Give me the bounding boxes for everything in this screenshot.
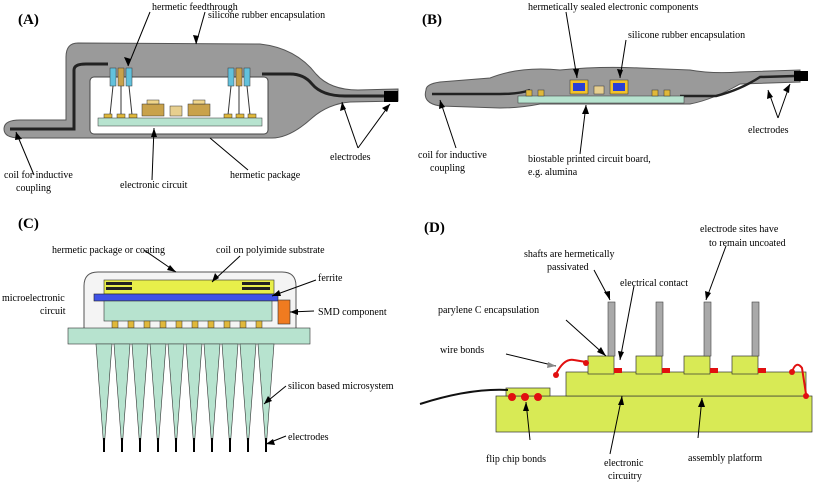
label-electrodes-a: electrodes xyxy=(330,152,371,163)
sealed-components-b xyxy=(569,79,629,95)
panel-a-label: (A) xyxy=(18,12,39,28)
label-coil-a-2: coupling xyxy=(16,183,51,194)
feedthrough-right-a xyxy=(227,67,251,87)
silicon-shafts-c xyxy=(95,343,275,451)
panel-b-label: (B) xyxy=(422,12,442,28)
label-electronic-circuit: electronic circuit xyxy=(120,180,188,191)
label-circuitry-2: circuitry xyxy=(608,471,642,482)
coil-windings-c xyxy=(106,282,270,290)
panel-d-label: (D) xyxy=(424,220,445,236)
assembly-platform-d xyxy=(495,395,813,433)
arrowheads-d xyxy=(523,291,711,411)
label-shafts-2: passivated xyxy=(547,262,589,273)
label-assembly: assembly platform xyxy=(688,453,762,464)
label-hermetic-package-c: hermetic package or coating xyxy=(52,245,165,256)
label-silicone-rubber-a: silicone rubber encapsulation xyxy=(208,10,325,21)
label-coil-a-1: coil for inductive xyxy=(4,170,73,181)
label-silicon: silicon based microsystem xyxy=(288,381,394,392)
shafts-d xyxy=(607,301,760,357)
ferrite-c xyxy=(93,293,279,302)
label-wire-bonds: wire bonds xyxy=(440,345,484,356)
label-smd: SMD component xyxy=(318,307,387,318)
cable-d xyxy=(419,388,509,405)
panel-c-label: (C) xyxy=(18,216,39,232)
label-parylene: parylene C encapsulation xyxy=(438,305,539,316)
electrical-contacts-d xyxy=(614,368,766,373)
label-sites-2: to remain uncoated xyxy=(709,238,786,249)
label-sites-1: electrode sites have xyxy=(700,224,779,235)
panel-a: (A) xyxy=(3,2,399,194)
label-silicone-rubber-b: silicone rubber encapsulation xyxy=(628,30,745,41)
electrode-tip-b xyxy=(794,71,808,81)
flip-chip-bumps-d xyxy=(508,393,542,401)
microelectronic-circuit-c xyxy=(103,300,273,322)
label-hermetic-feedthrough: hermetic feedthrough xyxy=(152,2,238,13)
label-circuitry-1: electronic xyxy=(604,458,644,469)
electrode-tips-c xyxy=(103,438,267,452)
pads-a xyxy=(103,113,257,119)
panel-c: (C) xyxy=(2,216,394,452)
wire-bond-arrowhead xyxy=(547,362,556,368)
inner-wires-a xyxy=(109,85,251,116)
label-ferrite: ferrite xyxy=(318,273,343,284)
label-electrodes-c: electrodes xyxy=(288,432,329,443)
wire-bond-pads-d xyxy=(553,360,809,399)
silicon-base-c xyxy=(67,327,311,345)
label-pcb-1: biostable printed circuit board, xyxy=(528,154,651,165)
feedthrough-left-a xyxy=(109,67,133,87)
leaders-b xyxy=(439,11,791,155)
components-a xyxy=(141,99,211,117)
electrode-tip-a xyxy=(384,91,398,102)
label-coil-c: coil on polyimide substrate xyxy=(216,245,325,256)
label-coil-b-1: coil for inductive xyxy=(418,150,487,161)
label-hermetic-package-a: hermetic package xyxy=(230,170,301,181)
label-sealed-components: hermetically sealed electronic component… xyxy=(528,2,698,13)
label-electrodes-b: electrodes xyxy=(748,125,789,136)
coil-wire-a xyxy=(10,62,108,131)
circuit-board-b xyxy=(517,95,685,104)
label-coil-b-2: coupling xyxy=(430,163,465,174)
label-shafts-1: shafts are hermetically xyxy=(524,249,615,260)
panel-b: (B) xyxy=(418,2,808,178)
shaft-blocks-d xyxy=(587,355,759,375)
panel-d: (D) xyxy=(419,220,813,482)
smd-component-c xyxy=(277,299,291,325)
electrode-wire-a1 xyxy=(262,72,392,98)
pads-b xyxy=(525,89,671,97)
label-pcb-2: e.g. alumina xyxy=(528,167,578,178)
leaders-d xyxy=(505,245,727,455)
arrowheads-a xyxy=(15,35,390,140)
arrowheads-c xyxy=(167,265,298,445)
label-electrical-contact: electrical contact xyxy=(620,278,688,289)
label-flip-chip: flip chip bonds xyxy=(486,454,546,465)
electronic-circuitry-d xyxy=(565,371,807,397)
electrode-wire-b xyxy=(680,74,796,98)
arrowheads-b xyxy=(439,69,790,114)
label-micro-2: circuit xyxy=(40,306,66,317)
circuit-board-a xyxy=(97,117,263,127)
label-micro-1: microelectronic xyxy=(2,293,65,304)
